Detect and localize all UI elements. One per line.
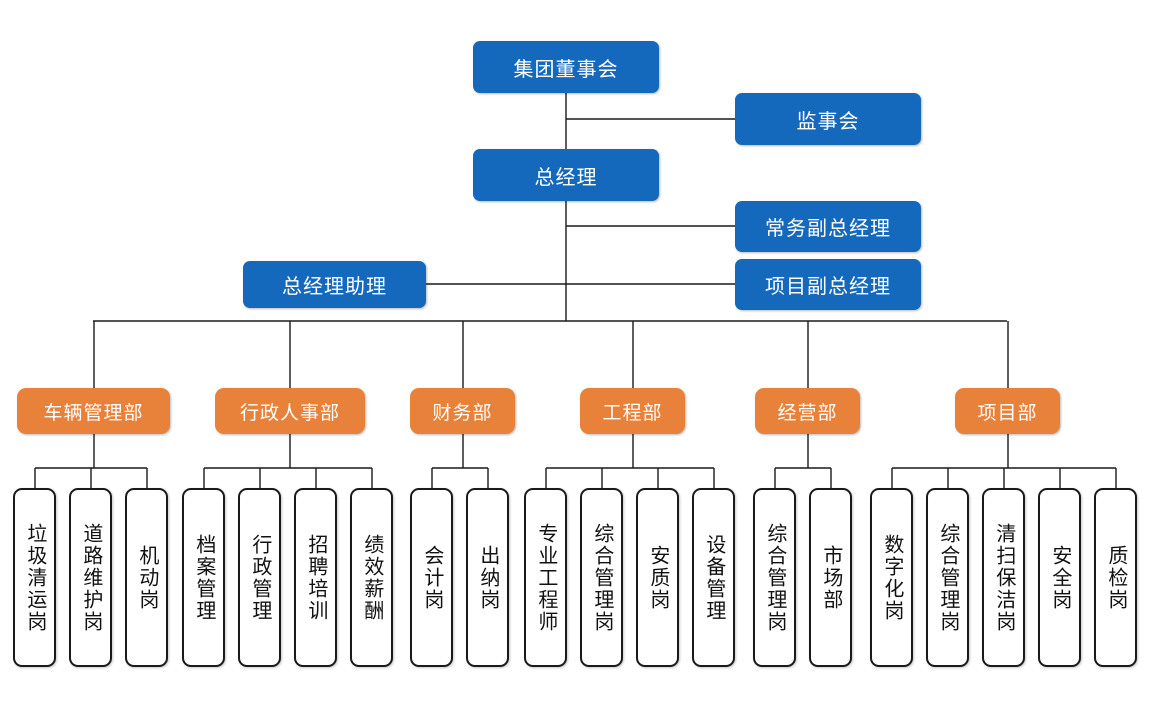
position-box[interactable]: 综合管理岗	[753, 488, 796, 667]
position-label: 招聘培训	[304, 533, 327, 622]
department-box-vehicle[interactable]: 车辆管理部	[17, 388, 170, 434]
position-box[interactable]: 综合管理岗	[926, 488, 969, 667]
department-box-project[interactable]: 项目部	[955, 388, 1060, 434]
position-label: 会计岗	[420, 544, 443, 611]
exec-label: 监事会	[796, 110, 860, 133]
exec-box-gm[interactable]: 总经理	[473, 149, 659, 201]
exec-label: 总经理	[534, 166, 598, 189]
position-box[interactable]: 道路维护岗	[69, 488, 112, 667]
exec-label: 集团董事会	[513, 58, 619, 81]
position-box[interactable]: 出纳岗	[466, 488, 509, 667]
department-box-operations[interactable]: 经营部	[755, 388, 860, 434]
department-label: 项目部	[977, 402, 1038, 424]
exec-box-supervisors[interactable]: 监事会	[735, 93, 921, 145]
position-label: 安质岗	[646, 544, 669, 611]
position-label: 质检岗	[1104, 544, 1127, 611]
position-box[interactable]: 行政管理	[238, 488, 281, 667]
position-box[interactable]: 机动岗	[125, 488, 168, 667]
position-box[interactable]: 数字化岗	[870, 488, 913, 667]
position-label: 安全岗	[1048, 544, 1071, 611]
department-box-engineering[interactable]: 工程部	[580, 388, 685, 434]
position-box[interactable]: 设备管理	[692, 488, 735, 667]
position-label: 数字化岗	[880, 533, 903, 622]
position-box[interactable]: 绩效薪酬	[350, 488, 393, 667]
exec-label: 总经理助理	[282, 276, 387, 298]
position-label: 综合管理岗	[936, 522, 959, 633]
department-box-admin_hr[interactable]: 行政人事部	[215, 388, 365, 434]
department-label: 财务部	[432, 402, 493, 424]
position-box[interactable]: 会计岗	[410, 488, 453, 667]
department-label: 经营部	[777, 402, 838, 424]
department-box-finance[interactable]: 财务部	[410, 388, 515, 434]
exec-label: 常务副总经理	[765, 218, 891, 240]
exec-box-gm_assistant[interactable]: 总经理助理	[243, 261, 426, 308]
position-box[interactable]: 档案管理	[182, 488, 225, 667]
position-box[interactable]: 专业工程师	[524, 488, 567, 667]
position-label: 清扫保洁岗	[992, 522, 1015, 633]
position-box[interactable]: 清扫保洁岗	[982, 488, 1025, 667]
exec-box-exec_vgm[interactable]: 常务副总经理	[735, 201, 921, 252]
position-label: 机动岗	[135, 544, 158, 611]
position-label: 档案管理	[192, 533, 215, 622]
department-label: 行政人事部	[239, 402, 340, 424]
exec-label: 项目副总经理	[765, 276, 891, 298]
position-label: 综合管理岗	[590, 522, 613, 633]
position-label: 设备管理	[702, 533, 725, 622]
position-label: 道路维护岗	[79, 522, 102, 633]
exec-box-board[interactable]: 集团董事会	[473, 41, 659, 93]
position-box[interactable]: 质检岗	[1094, 488, 1137, 667]
position-label: 市场部	[819, 544, 842, 611]
position-box[interactable]: 综合管理岗	[580, 488, 623, 667]
position-label: 绩效薪酬	[360, 533, 383, 622]
department-label: 车辆管理部	[43, 402, 144, 424]
position-box[interactable]: 安质岗	[636, 488, 679, 667]
position-box[interactable]: 市场部	[809, 488, 852, 667]
position-label: 垃圾清运岗	[23, 522, 46, 633]
position-label: 综合管理岗	[763, 522, 786, 633]
department-label: 工程部	[602, 402, 663, 424]
position-label: 行政管理	[248, 533, 271, 622]
position-label: 专业工程师	[534, 522, 557, 633]
position-label: 出纳岗	[476, 544, 499, 611]
position-box[interactable]: 招聘培训	[294, 488, 337, 667]
exec-box-proj_vgm[interactable]: 项目副总经理	[735, 259, 921, 310]
position-box[interactable]: 安全岗	[1038, 488, 1081, 667]
position-box[interactable]: 垃圾清运岗	[13, 488, 56, 667]
